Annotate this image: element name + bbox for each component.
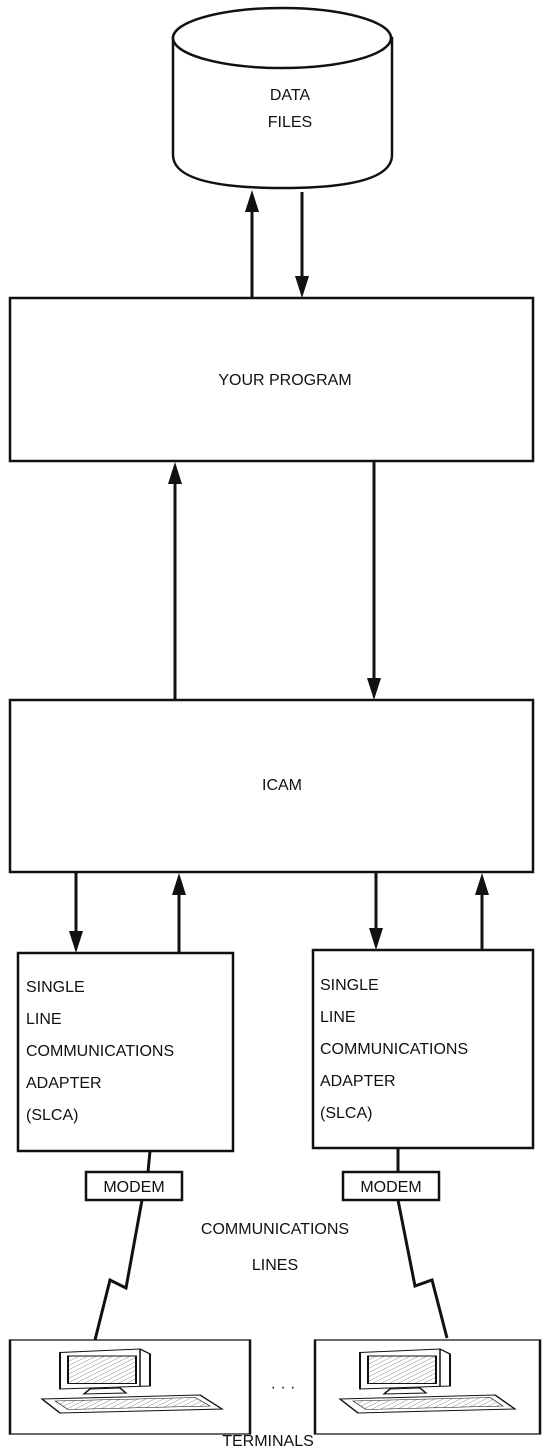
terminals-label: TERMINALS [222,1433,314,1450]
arrow-icam-to-program [168,462,182,700]
slca-right-line-1: SINGLE [320,977,379,994]
lightning-line-icon [93,1199,144,1341]
modem-left-label: MODEM [103,1179,164,1196]
arrow-icam-to-slca-right [369,872,383,950]
icam-box: ICAM [8,698,535,874]
slca-left-line-2: LINE [26,1011,62,1028]
arrow-program-to-files [245,190,259,297]
slca-right-line-2: LINE [320,1009,356,1026]
slca-right-line-5: (SLCA) [320,1105,372,1122]
terminal-left [8,1339,252,1435]
arrow-program-to-icam [367,462,381,700]
database-cylinder-icon [171,6,393,70]
slca-right-box: SINGLE LINE COMMUNICATIONS ADAPTER (SLCA… [311,948,535,1150]
terminal-right [313,1339,542,1435]
icam-label: ICAM [262,777,302,794]
keyboard-icon [338,1394,517,1414]
modem-right-label: MODEM [360,1179,421,1196]
keyboard-icon [40,1394,224,1414]
slca-left-box: SINGLE LINE COMMUNICATIONS ADAPTER (SLCA… [16,951,235,1153]
communications-lines-label-2: LINES [252,1257,298,1274]
data-files-label-line2: FILES [268,114,312,131]
arrow-files-to-program [295,192,309,298]
slca-left-line-1: SINGLE [26,979,85,996]
your-program-label: YOUR PROGRAM [218,372,351,389]
terminal-computer-icon [59,1348,151,1395]
arrow-slca-left-to-icam [172,873,186,953]
arrow-icam-to-slca-left [69,872,83,953]
your-program-box: YOUR PROGRAM [8,296,535,463]
slca-right-line-4: ADAPTER [320,1073,396,1090]
slca-right-line-3: COMMUNICATIONS [320,1041,468,1058]
communications-lines-label-1: COMMUNICATIONS [201,1221,349,1238]
lightning-line-icon [396,1199,449,1339]
modem-right: MODEM [341,1148,441,1202]
slca-left-line-4: ADAPTER [26,1075,102,1092]
terminal-computer-icon [359,1348,451,1395]
modem-left: MODEM [84,1150,184,1202]
slca-left-line-5: (SLCA) [26,1107,78,1124]
arrow-slca-right-to-icam [475,873,489,950]
ellipsis-more-terminals: · · · [271,1379,296,1396]
data-files-label-line1: DATA [270,87,311,104]
data-files-cylinder: DATA FILES [171,6,394,190]
slca-left-line-3: COMMUNICATIONS [26,1043,174,1060]
